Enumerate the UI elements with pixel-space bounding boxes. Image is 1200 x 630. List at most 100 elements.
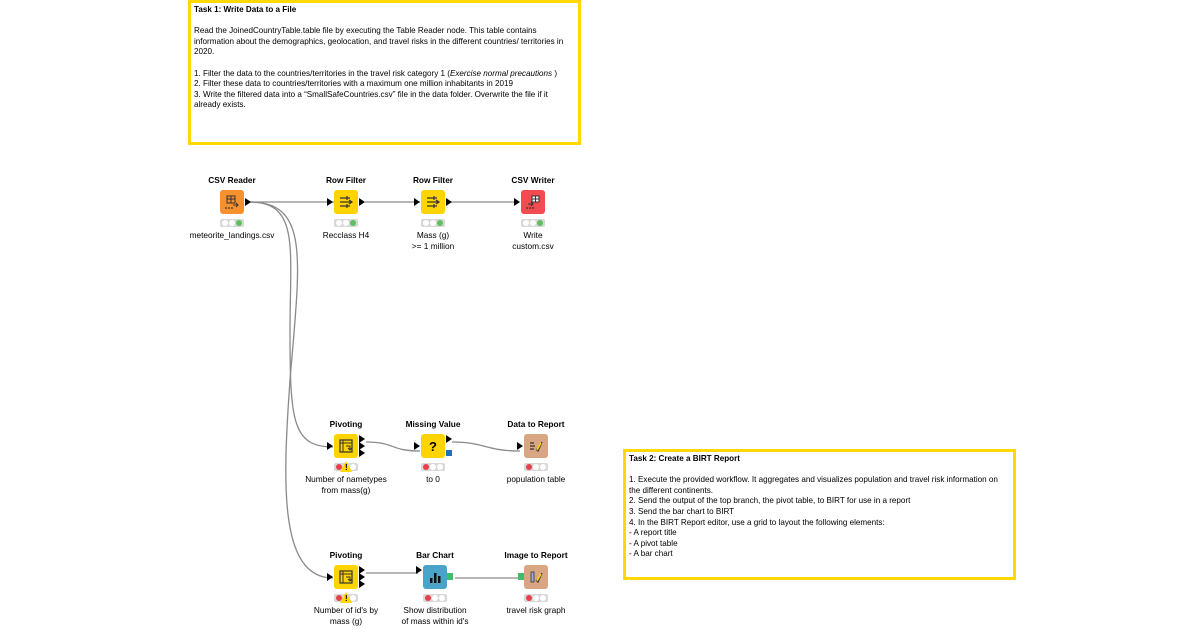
node-name: Bar Chart <box>416 550 454 560</box>
report-image-icon <box>530 571 543 584</box>
output-port[interactable] <box>446 435 452 443</box>
node-body[interactable] <box>514 190 545 214</box>
annotation-line: 4. In the BIRT Report editor, use a grid… <box>629 517 885 527</box>
input-port[interactable] <box>327 442 333 450</box>
status-indicator <box>220 219 244 227</box>
output-port-1[interactable] <box>359 566 365 574</box>
node-label[interactable]: Number of nametypes <box>305 474 387 484</box>
node-label[interactable]: population table <box>506 474 566 484</box>
node-name: Row Filter <box>412 175 454 185</box>
pivot-icon <box>339 439 353 453</box>
node-name: Pivoting <box>329 550 363 560</box>
node-body[interactable]: ? <box>414 434 452 458</box>
node-csv-writer[interactable]: CSV Writer Write custom.csv <box>478 174 588 252</box>
question-icon: ? <box>429 438 437 454</box>
node-label[interactable]: Show distribution <box>403 605 467 615</box>
connection-pivoting1-missingvalue <box>365 441 421 452</box>
node-label[interactable]: Number of id's by <box>313 605 379 615</box>
output-port-3[interactable] <box>359 580 365 588</box>
node-row-filter-2[interactable]: Row Filter Mass (g) >= 1 million <box>378 174 488 252</box>
input-port[interactable] <box>414 442 420 450</box>
annotation-line: - A report title <box>629 528 677 538</box>
input-port[interactable] <box>517 442 523 450</box>
node-name: Image to Report <box>504 550 568 560</box>
input-port[interactable] <box>327 573 333 581</box>
node-pivoting-2[interactable]: Pivoting ! Number of id's by mass (g) <box>291 549 401 627</box>
output-port[interactable] <box>359 198 365 206</box>
node-body[interactable] <box>518 565 548 589</box>
status-indicator <box>524 463 548 471</box>
node-name: CSV Reader <box>208 175 256 185</box>
input-port[interactable] <box>414 198 420 206</box>
node-label-line-2[interactable]: >= 1 million <box>411 241 455 251</box>
status-indicator <box>524 594 548 602</box>
output-port-3[interactable] <box>359 449 365 457</box>
node-label[interactable]: meteorite_landings.csv <box>189 230 275 240</box>
output-port-1[interactable] <box>359 435 365 443</box>
image-output-port[interactable] <box>447 573 453 580</box>
node-body[interactable] <box>414 190 452 214</box>
node-label[interactable]: Write <box>523 230 543 240</box>
annotation-task-1[interactable]: Task 1: Write Data to a File Read the Jo… <box>188 0 581 145</box>
node-csv-reader[interactable]: CSV Reader meteorite_landings.csv <box>177 174 287 241</box>
warning-icon[interactable] <box>340 461 352 472</box>
node-label[interactable]: Recclass H4 <box>322 230 370 240</box>
status-indicator <box>423 594 447 602</box>
step-1-italic: Exercise normal precautions <box>449 68 553 78</box>
node-body[interactable] <box>327 190 365 214</box>
node-body[interactable] <box>517 434 548 458</box>
filter-arrows-icon <box>427 196 441 208</box>
node-body[interactable] <box>327 434 365 458</box>
warning-icon[interactable] <box>340 592 352 603</box>
node-body[interactable] <box>327 565 365 589</box>
image-input-port[interactable] <box>518 573 524 580</box>
status-indicator <box>334 219 358 227</box>
node-label[interactable]: Mass (g) <box>416 230 450 240</box>
node-label-line-2[interactable]: mass (g) <box>329 616 363 626</box>
node-row-filter-1[interactable]: Row Filter Recclass H4 <box>291 174 401 241</box>
annotation-line: - A bar chart <box>629 549 673 559</box>
step-1-text: 1. Filter the data to the countries/terr… <box>194 68 450 78</box>
node-label[interactable]: to 0 <box>426 474 440 484</box>
input-port[interactable] <box>327 198 333 206</box>
optional-input-port[interactable] <box>416 580 422 588</box>
node-bar-chart[interactable]: Bar Chart Show distribution of mass with… <box>380 549 490 627</box>
annotation-line: 1. Execute the provided workflow. It agg… <box>629 475 998 495</box>
table-write-icon <box>526 195 540 209</box>
node-label-line-2[interactable]: from mass(g) <box>321 485 371 495</box>
node-data-to-report[interactable]: Data to Report population table <box>481 418 591 485</box>
node-name: Data to Report <box>507 419 565 429</box>
step-1-suffix: ) <box>552 68 558 78</box>
annotation-line: 3. Send the bar chart to BIRT <box>629 506 735 516</box>
status-indicator <box>421 219 445 227</box>
filter-arrows-icon <box>340 196 354 208</box>
annotation-step-3: 3. Write the filtered data into a “Small… <box>194 89 548 110</box>
status-indicator <box>521 219 545 227</box>
output-port-2[interactable] <box>359 573 365 581</box>
node-label-line-2[interactable]: of mass within id's <box>401 616 469 626</box>
node-label-line-2[interactable]: custom.csv <box>512 241 554 251</box>
node-body[interactable] <box>416 565 453 589</box>
model-output-port[interactable] <box>446 450 452 456</box>
node-name: Missing Value <box>405 419 461 429</box>
annotation-title: Task 1: Write Data to a File <box>194 5 297 14</box>
table-arrow-icon <box>225 195 239 209</box>
input-port[interactable] <box>416 566 422 574</box>
annotation-task-2[interactable]: Task 2: Create a BIRT Report 1. Execute … <box>623 449 1016 580</box>
annotation-line: - A pivot table <box>629 538 678 548</box>
node-name: Row Filter <box>325 175 367 185</box>
node-label[interactable]: travel risk graph <box>506 605 566 615</box>
output-port[interactable] <box>245 198 251 206</box>
connection-missingvalue-datatoreport <box>451 441 521 452</box>
output-port[interactable] <box>446 198 452 206</box>
output-port-2[interactable] <box>359 442 365 450</box>
annotation-title: Task 2: Create a BIRT Report <box>629 454 740 463</box>
input-port[interactable] <box>514 198 520 206</box>
annotation-step-2: 2. Filter these data to countries/territ… <box>194 79 513 89</box>
node-image-to-report[interactable]: Image to Report travel risk graph <box>481 549 591 616</box>
node-body[interactable] <box>220 190 251 214</box>
node-name: CSV Writer <box>511 175 555 185</box>
node-pivoting-1[interactable]: Pivoting ! Number of nametypes from mass… <box>291 418 401 496</box>
node-missing-value[interactable]: Missing Value ? to 0 <box>378 418 488 485</box>
